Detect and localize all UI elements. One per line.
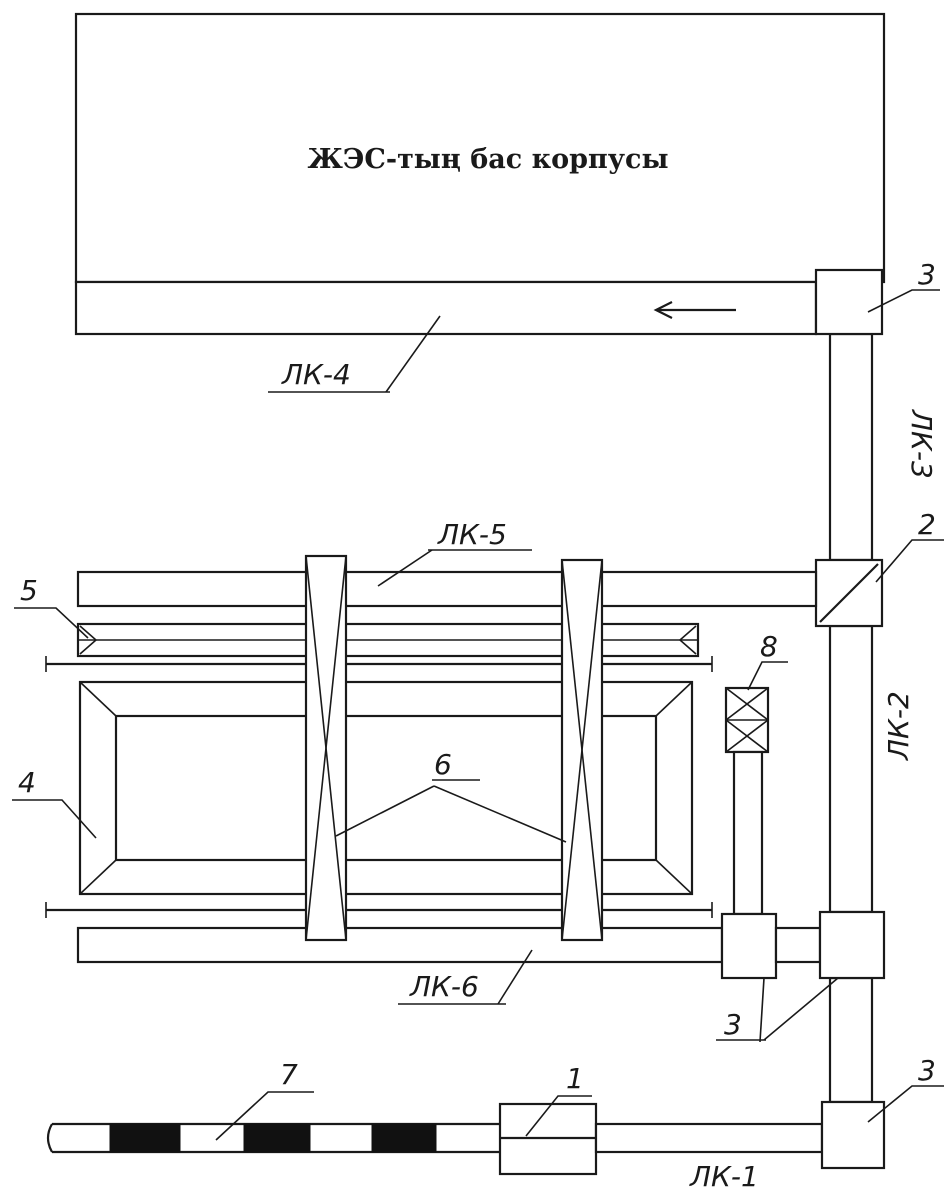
leader-lines xyxy=(12,289,944,1141)
callout-3-bottom-right: 3 xyxy=(918,1054,936,1087)
feeder-unit xyxy=(724,686,770,916)
label-lk5: ЛК-5 xyxy=(437,518,507,551)
callout-6: 6 xyxy=(434,748,452,781)
main-building-title: ЖЭС-тың бас корпусы xyxy=(307,144,668,175)
stacker-reclaimer-left xyxy=(304,554,348,942)
label-lk3: ЛК-3 xyxy=(905,409,938,479)
transfer-node-middle xyxy=(818,910,886,980)
callout-3-top: 3 xyxy=(918,258,936,291)
callout-4: 4 xyxy=(18,766,36,799)
railway-track xyxy=(46,1122,500,1154)
transfer-node-bottom xyxy=(820,1100,886,1170)
connector-node-pair xyxy=(774,926,822,964)
conveyor-lk5 xyxy=(76,570,818,608)
conveyor-lk2 xyxy=(828,624,874,1104)
callout-7: 7 xyxy=(280,1058,298,1091)
callout-1: 1 xyxy=(566,1062,584,1095)
flow-arrow-icon xyxy=(653,301,673,319)
label-lk1: ЛК-1 xyxy=(689,1160,759,1191)
conveyor-lk6 xyxy=(76,926,724,964)
conveyor-lk4 xyxy=(74,280,818,336)
callout-3-pair: 3 xyxy=(724,1008,742,1041)
label-lk6: ЛК-6 xyxy=(409,970,479,1003)
stacker-rail xyxy=(76,622,700,658)
crusher-node xyxy=(814,558,884,628)
conveyor-lk1 xyxy=(594,1122,824,1154)
callout-5: 5 xyxy=(20,574,38,607)
label-lk2: ЛК-2 xyxy=(882,691,915,761)
stacker-reclaimer-right xyxy=(560,558,604,942)
label-lk4: ЛК-4 xyxy=(281,358,351,391)
transfer-node-top xyxy=(814,268,884,336)
callout-8: 8 xyxy=(760,630,778,663)
callout-2: 2 xyxy=(918,508,936,541)
conveyor-lk3 xyxy=(828,332,874,562)
transfer-node-feeder xyxy=(720,912,778,980)
car-unloader xyxy=(498,1102,598,1176)
main-building: ЖЭС-тың бас корпусы xyxy=(74,12,886,284)
